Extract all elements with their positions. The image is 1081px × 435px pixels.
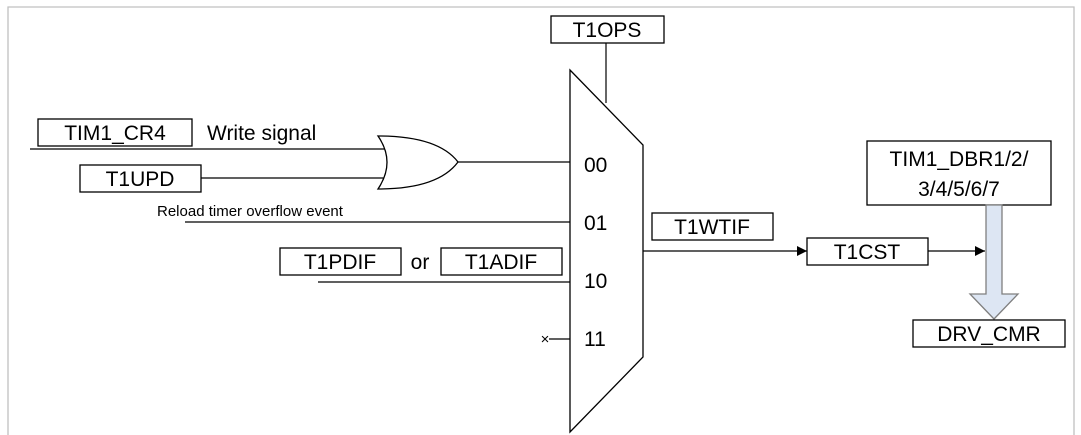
outer-frame [7,6,1075,435]
t1cst-label: T1CST [834,241,901,264]
t1upd-label: T1UPD [106,168,175,191]
block-arrow-down [968,204,1020,320]
drv-cmr-box [912,319,1066,348]
mux-input-11: 11 [584,328,606,351]
mux-input-00: 00 [584,154,607,177]
write-signal-label: Write signal [207,122,316,145]
t1adif-label: T1ADIF [465,251,537,274]
tim1-cr4-box [37,118,193,147]
t1adif-box [440,247,563,276]
t1pdif-box [279,247,402,276]
t1ops-box [550,15,665,44]
drv-cmr-label: DRV_CMR [937,323,1040,346]
tim1-dbr-line1: TIM1_DBR1/2/ [890,148,1029,171]
t1wtif-box [651,212,774,241]
mux-input-10: 10 [584,270,607,293]
t1upd-box [79,164,202,193]
reload-event-label: Reload timer overflow event [157,203,344,220]
t1cst-box [806,237,929,266]
tim1-cr4-label: TIM1_CR4 [64,122,166,145]
mux-input-01: 01 [584,212,607,235]
unused-mark: × [541,331,550,348]
multiplexer [569,68,644,434]
tim1-dbr-box [866,140,1052,206]
t1pdif-label: T1PDIF [304,251,376,274]
tim1-dbr-line2: 3/4/5/6/7 [918,178,1000,201]
t1ops-label: T1OPS [573,19,642,42]
or-gate [376,135,459,190]
t1wtif-label: T1WTIF [674,216,750,239]
or-text: or [411,251,430,274]
